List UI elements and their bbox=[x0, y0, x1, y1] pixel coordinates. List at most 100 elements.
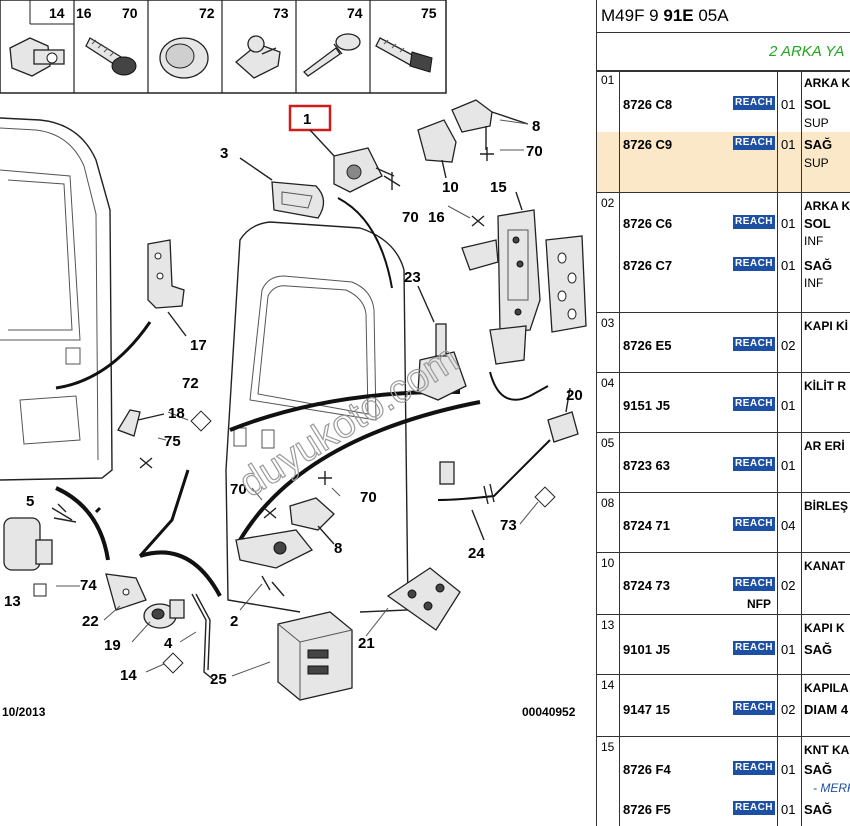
parts-group-03[interactable]: 03 KAPI Kİ 8726 E5 REACH 02 bbox=[597, 313, 850, 373]
part-side: DIAM 4 bbox=[804, 702, 849, 717]
part-row-8726-f5[interactable]: 8726 F5 REACH 01 SAĞ bbox=[597, 799, 850, 819]
diagram-ref: 00040952 bbox=[522, 705, 576, 719]
part-10-bumper bbox=[417, 119, 457, 179]
part-row-8726-c7[interactable]: 8726 C7 REACH 01 SAĞ bbox=[597, 255, 850, 275]
callout-8-lower: 8 bbox=[334, 540, 342, 557]
part-row-8726-f4[interactable]: 8726 F4 REACH 01 SAĞ bbox=[597, 759, 850, 779]
part-3-handle bbox=[239, 157, 325, 219]
group-number: 10 bbox=[601, 556, 615, 570]
parts-group-02[interactable]: 02 ARKA K 8726 C6 REACH 01 SOL INF 8726 … bbox=[597, 193, 850, 313]
part-qty: 01 bbox=[781, 458, 796, 473]
group-title: KAPI K bbox=[804, 621, 845, 635]
part-code: 8726 C9 bbox=[623, 137, 673, 152]
parts-group-13[interactable]: 13 KAPI K 9101 J5 REACH 01 SAĞ bbox=[597, 615, 850, 675]
part-row-9101-j5[interactable]: 9101 J5 REACH 01 SAĞ bbox=[597, 639, 850, 659]
reach-badge: REACH bbox=[733, 761, 775, 775]
callout-4: 4 bbox=[164, 635, 173, 652]
fastener-kit bbox=[277, 611, 353, 701]
part-row-8726-c6[interactable]: 8726 C6 REACH 01 SOL bbox=[597, 213, 850, 233]
header-icon-strip: 14 16 70 72 73 74 75 bbox=[0, 0, 447, 94]
part-23-actuator bbox=[417, 285, 467, 401]
group-number: 14 bbox=[601, 678, 615, 692]
header-label-73: 73 bbox=[273, 5, 289, 21]
reach-badge: REACH bbox=[733, 457, 775, 471]
reach-badge: REACH bbox=[733, 801, 775, 815]
part-qty: 01 bbox=[781, 762, 796, 777]
group-number: 04 bbox=[601, 376, 615, 390]
parts-group-08[interactable]: 08 BİRLEŞ 8724 71 REACH 04 bbox=[597, 493, 850, 553]
reach-badge: REACH bbox=[733, 701, 775, 715]
part-code: 8724 73 bbox=[623, 578, 670, 593]
part-qty: 01 bbox=[781, 216, 796, 231]
part-18-stop bbox=[117, 409, 165, 437]
diagram-date: 10/2013 bbox=[2, 705, 46, 719]
part-row-9151-j5[interactable]: 9151 J5 REACH 01 bbox=[597, 395, 850, 415]
reach-badge: REACH bbox=[733, 337, 775, 351]
callout-14: 14 bbox=[120, 667, 137, 684]
callout-labels: 1 2 3 4 5 8 8 10 13 14 15 16 17 18 19 20… bbox=[4, 111, 583, 688]
callout-74: 74 bbox=[80, 577, 97, 594]
part-qty: 01 bbox=[781, 258, 796, 273]
header-label-14: 14 bbox=[49, 5, 65, 21]
watermark: duyukoto.com bbox=[231, 336, 466, 505]
part-qty: 02 bbox=[781, 338, 796, 353]
callout-70-c: 70 bbox=[230, 481, 247, 498]
part-code: 8724 71 bbox=[623, 518, 670, 533]
nfp-flag: NFP bbox=[747, 597, 771, 611]
parts-diagram: 14 16 70 72 73 74 75 bbox=[0, 0, 587, 719]
parts-group-15[interactable]: 15 KNT KA 8726 F4 REACH 01 SAĞ - MERK 87… bbox=[597, 737, 850, 826]
group-title: KAPILA bbox=[804, 681, 849, 695]
callout-15: 15 bbox=[490, 179, 507, 196]
clip-icon bbox=[9, 37, 65, 77]
part-row-8724-71[interactable]: 8724 71 REACH 04 bbox=[597, 515, 850, 535]
callout-22: 22 bbox=[82, 613, 99, 630]
catalog-title: M49F 9 91E 05A bbox=[601, 6, 729, 26]
callout-13: 13 bbox=[4, 593, 21, 610]
part-sub: INF bbox=[804, 276, 824, 290]
part-row-8723-63[interactable]: 8723 63 REACH 01 bbox=[597, 455, 850, 475]
catalog-title-bold: 91E bbox=[663, 6, 694, 25]
part-row-9147-15[interactable]: 9147 15 REACH 02 DIAM 4 bbox=[597, 699, 850, 719]
group-title: ARKA K bbox=[804, 199, 850, 213]
callout-24: 24 bbox=[468, 545, 485, 562]
part-code: 8726 E5 bbox=[623, 338, 672, 353]
tapping-screw-icon bbox=[375, 37, 433, 73]
callout-23: 23 bbox=[404, 269, 421, 286]
left-door-panel bbox=[0, 117, 113, 481]
part-qty: 01 bbox=[781, 137, 796, 152]
parts-group-04[interactable]: 04 KİLİT R 9151 J5 REACH 01 bbox=[597, 373, 850, 433]
reach-badge: REACH bbox=[733, 96, 775, 110]
part-8-striker-top bbox=[451, 99, 529, 150]
screw-icon bbox=[85, 37, 137, 76]
part-row-8726-c9-highlight[interactable]: 8726 C9 REACH 01 SAĞ SUP bbox=[597, 132, 850, 192]
parts-group-14[interactable]: 14 KAPILA 9147 15 REACH 02 DIAM 4 bbox=[597, 675, 850, 737]
part-side: SOL bbox=[804, 97, 831, 112]
fastener-markers bbox=[33, 147, 556, 674]
part-15-lock-mechanism bbox=[461, 191, 541, 365]
part-sub: SUP bbox=[804, 116, 829, 130]
part-19-lock-cylinder bbox=[143, 599, 185, 629]
header-label-75: 75 bbox=[421, 5, 437, 21]
part-row-8724-73[interactable]: 8724 73 REACH 02 bbox=[597, 575, 850, 595]
part-row-8726-e5[interactable]: 8726 E5 REACH 02 bbox=[597, 335, 850, 355]
part-22-bracket bbox=[105, 573, 147, 611]
part-13-flap bbox=[3, 517, 77, 571]
part-qty: 01 bbox=[781, 398, 796, 413]
part-code: 9151 J5 bbox=[623, 398, 670, 413]
part-24-sensor bbox=[439, 461, 495, 541]
group-number: 03 bbox=[601, 316, 615, 330]
reach-badge: REACH bbox=[733, 577, 775, 591]
callout-73: 73 bbox=[500, 517, 517, 534]
part-row-8726-c9[interactable]: 8726 C9 REACH 01 SAĞ bbox=[597, 134, 850, 154]
group-number: 05 bbox=[601, 436, 615, 450]
part-row-8726-c8[interactable]: 8726 C8 REACH 01 SOL bbox=[597, 94, 850, 114]
group-number: 02 bbox=[601, 196, 615, 210]
group-title: KNT KA bbox=[804, 743, 850, 757]
part-qty: 02 bbox=[781, 702, 796, 717]
parts-group-05[interactable]: 05 AR ERİ 8723 63 REACH 01 bbox=[597, 433, 850, 493]
header-label-72: 72 bbox=[199, 5, 215, 21]
callout-1: 1 bbox=[303, 111, 311, 128]
header-label-16: 16 bbox=[76, 5, 92, 21]
parts-group-10[interactable]: 10 KANAT 8724 73 REACH 02 NFP bbox=[597, 553, 850, 615]
leader-lines bbox=[56, 119, 539, 677]
